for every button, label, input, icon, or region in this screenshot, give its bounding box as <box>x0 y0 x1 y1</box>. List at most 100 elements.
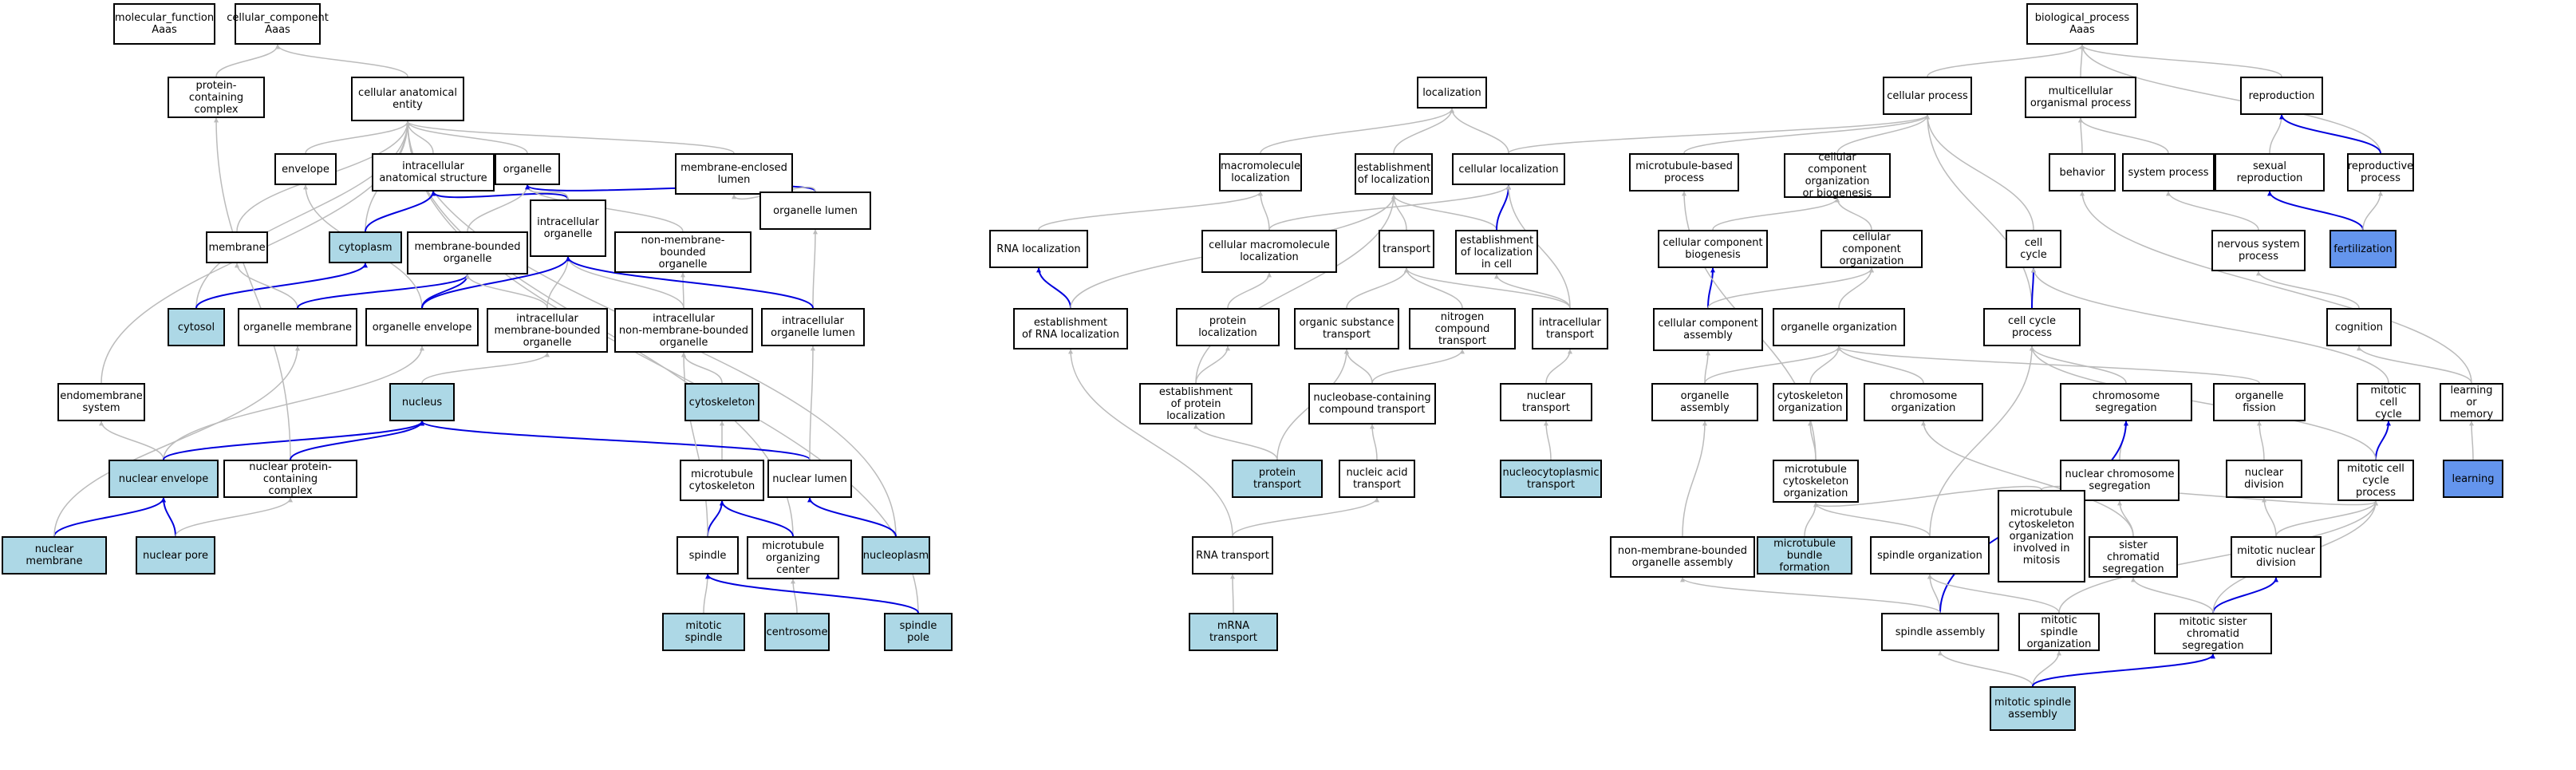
node-iol[interactable]: intracellular organelle lumen <box>761 308 865 346</box>
node-cmloc[interactable]: cellular macromolecule localization <box>1201 230 1337 273</box>
node-spindle[interactable]: spindle <box>677 536 739 575</box>
node-mcsoim[interactable]: microtubule cytoskeleton organization in… <box>1998 490 2085 582</box>
node-rp[interactable]: reproductive process <box>2347 153 2414 192</box>
edge-pt-to-eploc <box>1193 424 1278 460</box>
node-ploc[interactable]: protein localization <box>1176 308 1280 346</box>
node-cco[interactable]: cellular component organization <box>1821 230 1923 268</box>
node-nct[interactable]: nitrogen compound transport <box>1409 308 1516 349</box>
node-ias[interactable]: intracellular anatomical structure <box>372 153 495 192</box>
node-rnaloc[interactable]: RNA localization <box>989 230 1088 268</box>
node-so[interactable]: spindle organization <box>1870 536 1990 575</box>
node-ol[interactable]: organelle lumen <box>759 192 871 230</box>
node-mf[interactable]: molecular_function Aaas <box>113 3 215 45</box>
node-imbo[interactable]: intracellular membrane-bounded organelle <box>487 308 608 353</box>
node-sp[interactable]: spindle pole <box>884 613 953 651</box>
node-mel[interactable]: membrane-enclosed lumen <box>675 153 793 195</box>
node-it[interactable]: intracellular transport <box>1532 308 1608 349</box>
node-lm[interactable]: learning or memory <box>2440 383 2503 421</box>
node-chro[interactable]: chromosome organization <box>1864 383 1983 421</box>
node-ne[interactable]: nuclear envelope <box>108 460 219 498</box>
edge-ccp-to-cp <box>1925 114 2033 309</box>
node-erna[interactable]: establishment of RNA localization <box>1013 308 1128 349</box>
node-nmbo[interactable]: non-membrane-bounded organelle <box>614 231 751 273</box>
node-mloc[interactable]: macromolecule localization <box>1219 153 1302 192</box>
node-nct2[interactable]: nucleocytoplasmic transport <box>1500 460 1602 498</box>
node-cognition[interactable]: cognition <box>2326 308 2392 346</box>
node-nm[interactable]: nuclear membrane <box>2 536 107 575</box>
node-nucleoplasm[interactable]: nucleoplasm <box>862 536 930 575</box>
node-cca[interactable]: cellular component assembly <box>1653 308 1763 351</box>
node-cso[interactable]: cytoskeleton organization <box>1773 383 1848 421</box>
node-oe[interactable]: organelle envelope <box>365 308 479 346</box>
node-ccb[interactable]: cellular component biogenesis <box>1658 230 1768 268</box>
node-cytoplasm[interactable]: cytoplasm <box>329 231 402 263</box>
node-msa[interactable]: mitotic spindle assembly <box>1990 686 2076 731</box>
node-chrs[interactable]: chromosome segregation <box>2060 383 2192 421</box>
node-pcc[interactable]: protein-containing complex <box>168 77 265 118</box>
node-mtcs[interactable]: microtubule cytoskeleton <box>680 460 764 501</box>
node-sysp[interactable]: system process <box>2122 153 2215 192</box>
node-ccob[interactable]: cellular component organization or bioge… <box>1784 152 1891 199</box>
node-mbo[interactable]: membrane-bounded organelle <box>407 231 528 274</box>
node-nl[interactable]: nuclear lumen <box>767 460 852 498</box>
node-rnat[interactable]: RNA transport <box>1192 536 1273 575</box>
node-io[interactable]: intracellular organelle <box>530 199 606 257</box>
node-eploc[interactable]: establishment of protein localization <box>1139 383 1252 424</box>
node-oo[interactable]: organelle organization <box>1773 308 1905 346</box>
node-loc[interactable]: localization <box>1417 77 1487 109</box>
node-transport[interactable]: transport <box>1379 230 1434 268</box>
node-ccp[interactable]: cell cycle process <box>1983 308 2081 346</box>
node-mcc[interactable]: mitotic cell cycle <box>2357 383 2420 421</box>
node-mcso[interactable]: microtubule cytoskeleton organization <box>1773 460 1859 503</box>
node-elic[interactable]: establishment of localization in cell <box>1455 230 1538 274</box>
node-ost[interactable]: organic substance transport <box>1294 308 1399 349</box>
node-ms[interactable]: mitotic spindle <box>662 613 745 651</box>
node-cc[interactable]: cellular_component Aaas <box>227 3 329 45</box>
node-pt[interactable]: protein transport <box>1232 460 1323 498</box>
node-learning[interactable]: learning <box>2443 460 2503 498</box>
node-mop[interactable]: multicellular organismal process <box>2025 77 2136 118</box>
node-mso[interactable]: mitotic spindle organization <box>2018 613 2100 651</box>
node-om[interactable]: organelle membrane <box>238 308 357 346</box>
node-nsp[interactable]: nervous system process <box>2211 230 2306 271</box>
node-of[interactable]: organelle fission <box>2213 383 2306 421</box>
node-inmbo[interactable]: intracellular non-membrane-bounded organ… <box>614 308 753 353</box>
node-oa[interactable]: organelle assembly <box>1651 383 1758 421</box>
node-bp[interactable]: biological_process Aaas <box>2026 3 2138 45</box>
node-npcc[interactable]: nuclear protein-containing complex <box>223 460 357 498</box>
node-membrane[interactable]: membrane <box>206 231 268 263</box>
node-cytoskeleton[interactable]: cytoskeleton <box>684 383 759 421</box>
node-sa[interactable]: spindle assembly <box>1881 613 1999 651</box>
node-cloc[interactable]: cellular localization <box>1452 153 1565 185</box>
node-repro[interactable]: reproduction <box>2240 77 2323 115</box>
node-mnd[interactable]: mitotic nuclear division <box>2231 536 2322 578</box>
node-eloc[interactable]: establishment of localization <box>1355 153 1433 195</box>
node-scs[interactable]: sister chromatid segregation <box>2089 536 2178 578</box>
node-cp[interactable]: cellular process <box>1883 77 1972 115</box>
node-cellcycle[interactable]: cell cycle <box>2006 230 2061 268</box>
node-ems[interactable]: endomembrane system <box>57 383 145 421</box>
node-mccp[interactable]: mitotic cell cycle process <box>2337 460 2414 501</box>
node-nmboa[interactable]: non-membrane-bounded organelle assembly <box>1610 536 1755 578</box>
node-envelope[interactable]: envelope <box>274 153 337 185</box>
node-nat[interactable]: nucleic acid transport <box>1339 460 1415 498</box>
node-centrosome[interactable]: centrosome <box>764 613 830 651</box>
node-sexr[interactable]: sexual reproduction <box>2215 153 2325 192</box>
node-ncs[interactable]: nuclear chromosome segregation <box>2060 460 2180 501</box>
node-organelle[interactable]: organelle <box>495 153 560 185</box>
node-fert[interactable]: fertilization <box>2329 230 2397 268</box>
node-mscs[interactable]: mitotic sister chromatid segregation <box>2154 613 2272 654</box>
node-cae[interactable]: cellular anatomical entity <box>351 77 464 121</box>
node-moc[interactable]: microtubule organizing center <box>747 536 839 579</box>
node-behavior[interactable]: behavior <box>2049 153 2116 192</box>
node-np[interactable]: nuclear pore <box>136 536 215 575</box>
node-ncct[interactable]: nucleobase-containing compound transport <box>1308 383 1436 424</box>
node-cytosol[interactable]: cytosol <box>168 308 225 346</box>
node-mrnat[interactable]: mRNA transport <box>1189 613 1278 651</box>
node-mbf[interactable]: microtubule bundle formation <box>1757 536 1852 575</box>
node-nt[interactable]: nuclear transport <box>1500 383 1592 421</box>
edge-repro-to-bp <box>2080 44 2282 77</box>
node-mbp[interactable]: microtubule-based process <box>1629 153 1739 192</box>
node-nd[interactable]: nuclear division <box>2226 460 2302 498</box>
node-nucleus[interactable]: nucleus <box>389 383 455 421</box>
